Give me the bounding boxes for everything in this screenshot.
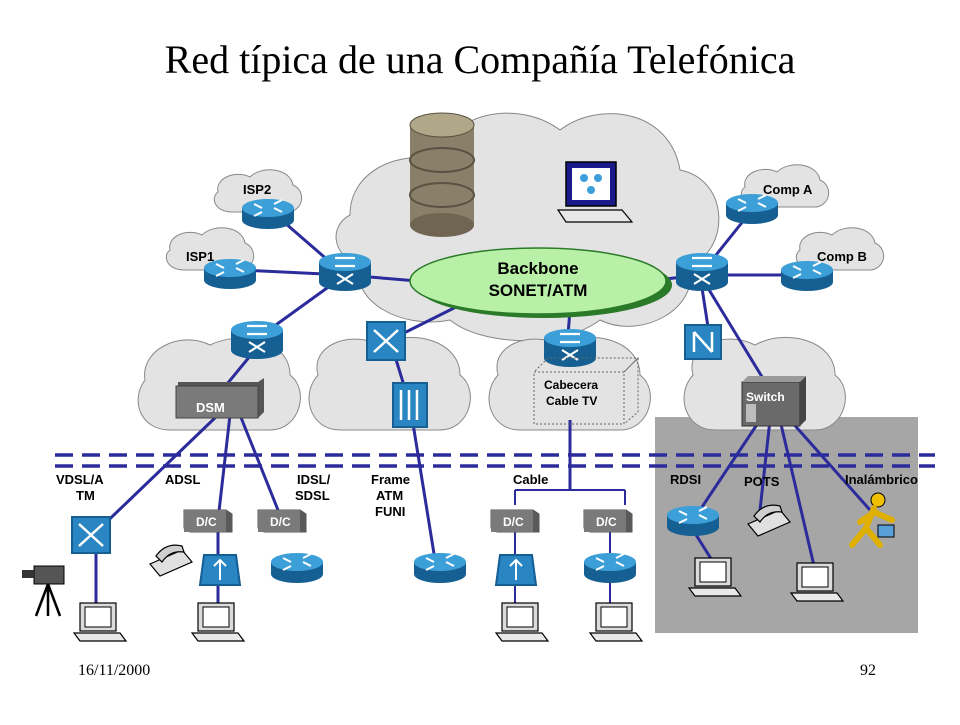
frame-label-1: Frame	[371, 472, 411, 487]
idsl-label-1: IDSL/	[297, 472, 331, 487]
pots-label: POTS	[744, 474, 780, 489]
page-title: Red típica de una Compañía Telefónica	[164, 37, 796, 82]
comp-b-router-icon	[780, 260, 834, 292]
vdsl-label-1: VDSL/A	[56, 472, 104, 487]
core-atm-switch-right-icon	[674, 251, 730, 293]
comp-a-label: Comp A	[763, 182, 813, 197]
frame-label-3: FUNI	[375, 504, 406, 519]
switch-atm-icon	[684, 324, 722, 360]
video-camera-icon	[22, 565, 65, 617]
switch-label: Switch	[746, 390, 785, 404]
frame-router-icon	[413, 552, 467, 584]
dc-label-3: D/C	[503, 515, 524, 529]
backbone-label-line2: SONET/ATM	[488, 281, 588, 300]
frame-switch-icon	[366, 321, 406, 361]
dsm-box	[175, 378, 264, 419]
rdsi-label: RDSI	[670, 472, 702, 487]
comp-a-router-icon	[725, 193, 779, 225]
adsl-phone-icon	[149, 544, 193, 577]
adsl-modem-icon	[198, 554, 242, 586]
cabecera-label-2: Cable TV	[546, 394, 598, 408]
cable-bus	[514, 489, 626, 610]
frame-cloud	[308, 336, 471, 431]
dc-label-4: D/C	[596, 515, 617, 529]
adsl-label: ADSL	[165, 472, 201, 487]
vdsl-switch-icon	[71, 516, 111, 554]
dc-label-1: D/C	[196, 515, 217, 529]
inalambrico-label: Inalámbrico	[845, 472, 918, 487]
management-workstation-icon	[556, 161, 634, 223]
cable-pc-2-icon	[589, 602, 643, 642]
cable-atm-switch-icon	[542, 327, 598, 369]
idsl-router-icon	[270, 552, 324, 584]
frame-label-2: ATM	[376, 488, 404, 503]
core-atm-switch-left-icon	[317, 251, 373, 293]
cabecera-box	[532, 356, 640, 425]
frame-mux-icon	[392, 382, 428, 428]
comp-b-label: Comp B	[817, 249, 867, 264]
isp1-label: ISP1	[186, 249, 215, 264]
wireless-user-icon	[849, 492, 895, 548]
dsm-atm-switch-icon	[229, 319, 285, 361]
cable-modem-icon	[494, 554, 538, 586]
backbone-ellipse	[409, 247, 672, 318]
rdsi-router-icon	[666, 505, 720, 537]
dsm-label: DSM	[196, 400, 225, 415]
adsl-pc-icon	[191, 602, 245, 642]
vdsl-label-2: TM	[76, 488, 95, 503]
cable-router-icon	[583, 552, 637, 584]
switch-box	[741, 376, 806, 427]
cabecera-label-1: Cabecera	[544, 378, 599, 392]
backbone-label: Backbone SONET/ATM	[418, 258, 658, 302]
cable-pc-1-icon	[495, 602, 549, 642]
dc-label-2: D/C	[270, 515, 291, 529]
footer-date: 16/11/2000	[78, 662, 151, 679]
access-boundary	[55, 453, 935, 468]
isp2-label: ISP2	[243, 182, 272, 197]
footer-page-number: 92	[860, 662, 876, 679]
isp2-router-icon	[241, 198, 295, 230]
backbone-label-line1: Backbone	[497, 259, 579, 278]
cable-label: Cable	[513, 472, 549, 487]
database-icon	[409, 112, 475, 237]
cable-cloud	[488, 336, 651, 431]
idsl-label-2: SDSL	[295, 488, 330, 503]
vdsl-pc-icon	[73, 602, 127, 642]
